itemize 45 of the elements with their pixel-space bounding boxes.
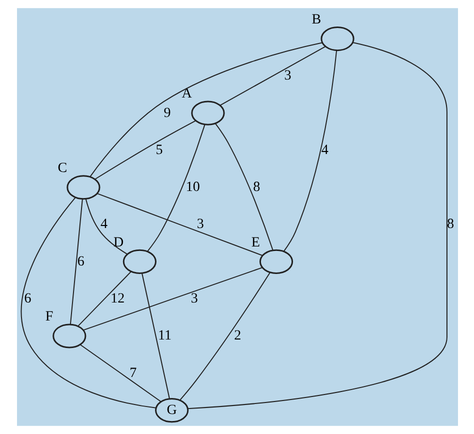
connector	[89, 42, 322, 178]
connector	[84, 198, 128, 255]
node-circle	[52, 324, 86, 348]
connector	[80, 344, 161, 402]
edge-label: 12	[110, 290, 124, 307]
edge-label: 4	[320, 142, 328, 158]
node-circle	[320, 26, 354, 52]
edge-label: 4	[100, 216, 108, 232]
edge-label: 10	[185, 179, 200, 196]
connector	[214, 123, 273, 250]
edge-label: 7	[129, 364, 136, 381]
edge-label: 8	[446, 216, 454, 232]
node-ellipse: G	[154, 398, 188, 423]
edge-label: 5	[155, 142, 162, 158]
connector	[146, 124, 205, 252]
edge-label: 3	[196, 216, 204, 232]
connector	[94, 120, 196, 180]
node-circle	[258, 249, 293, 274]
node-circle	[66, 175, 100, 200]
edge-label: 2	[234, 328, 241, 344]
node-circle	[122, 249, 156, 274]
connector	[69, 198, 82, 324]
connector	[96, 193, 262, 256]
connector	[77, 271, 131, 326]
edge-label: 6	[24, 290, 31, 307]
node-label: B	[311, 11, 321, 28]
node-label: D	[113, 234, 124, 250]
connector	[187, 42, 447, 410]
node-label: A	[181, 86, 192, 102]
edge-label: 11	[158, 328, 172, 344]
edge-label: 3	[190, 290, 198, 307]
connector	[141, 273, 170, 399]
edge-label: 8	[252, 179, 260, 196]
connector	[20, 197, 156, 408]
edge-label: 9	[163, 104, 170, 121]
node-circle	[190, 100, 224, 126]
connector	[219, 46, 325, 106]
node-label: E	[250, 234, 260, 250]
node-label: C	[57, 160, 67, 176]
edge-label: 6	[76, 253, 84, 270]
connector	[82, 267, 262, 331]
connector	[179, 272, 270, 400]
edge-label: 3	[284, 68, 291, 84]
connector	[282, 50, 337, 252]
node-label: F	[44, 308, 53, 325]
